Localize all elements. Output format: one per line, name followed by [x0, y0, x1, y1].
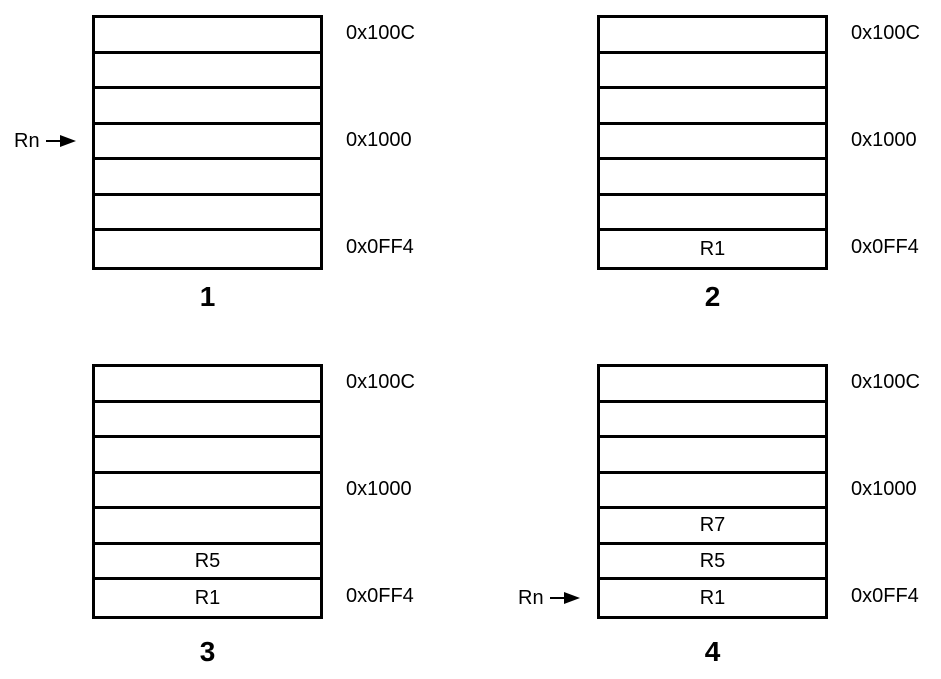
address-label-bottom: 0x0FF4	[346, 585, 414, 607]
memory-cell	[600, 196, 825, 231]
memory-cell	[95, 438, 320, 474]
memory-cell	[600, 474, 825, 509]
memory-cell	[95, 18, 320, 54]
memory-cell	[95, 474, 320, 509]
memory-cell	[95, 125, 320, 160]
memory-stack: R1	[597, 15, 828, 270]
stack-panel-1: Rn 0x100C 0x1000 0x0FF4 1	[0, 0, 420, 330]
address-label-bottom: 0x0FF4	[851, 585, 919, 607]
step-number: 1	[199, 281, 216, 312]
memory-cell	[95, 54, 320, 89]
memory-cell	[600, 18, 825, 54]
pointer-label: Rn	[518, 587, 544, 609]
memory-cell	[600, 403, 825, 438]
pointer-rn-4: Rn	[518, 588, 580, 608]
address-label-middle: 0x1000	[851, 129, 917, 151]
right-arrow-icon	[549, 592, 580, 604]
memory-cell	[600, 438, 825, 474]
memory-stack: R5 R1	[92, 364, 323, 619]
address-label-middle: 0x1000	[851, 478, 917, 500]
memory-cell	[95, 367, 320, 403]
address-label-top: 0x100C	[851, 22, 920, 44]
memory-cell	[95, 403, 320, 438]
right-arrow-icon	[45, 135, 76, 147]
address-label-bottom: 0x0FF4	[851, 236, 919, 258]
memory-cell	[95, 509, 320, 545]
address-label-top: 0x100C	[346, 22, 415, 44]
memory-stack	[92, 15, 323, 270]
memory-cell: R1	[699, 237, 726, 260]
memory-cell: R5	[95, 545, 320, 580]
memory-cell: R5	[600, 545, 825, 580]
memory-cell	[95, 196, 320, 231]
address-label-middle: 0x1000	[346, 129, 412, 151]
step-number: 3	[199, 636, 216, 667]
stack-panel-3: R5 R1 0x100C 0x1000 0x0FF4 3	[0, 349, 420, 679]
memory-cell	[95, 231, 320, 267]
memory-stack: R7 R5 R1	[597, 364, 828, 619]
memory-cell	[600, 54, 825, 89]
memory-cell	[95, 160, 320, 196]
pointer-rn-1: Rn	[14, 131, 76, 151]
step-number: 2	[704, 281, 721, 312]
address-label-middle: 0x1000	[346, 478, 412, 500]
memory-cell: R1	[699, 586, 726, 609]
memory-cell	[95, 89, 320, 125]
address-label-bottom: 0x0FF4	[346, 236, 414, 258]
stack-panel-2: R1 0x100C 0x1000 0x0FF4 2	[505, 0, 925, 330]
memory-cell	[600, 125, 825, 160]
step-number: 4	[704, 636, 721, 667]
address-label-top: 0x100C	[851, 371, 920, 393]
memory-cell	[600, 367, 825, 403]
memory-cell	[600, 89, 825, 125]
address-label-top: 0x100C	[346, 371, 415, 393]
memory-cell: R7	[600, 509, 825, 545]
memory-cell: R1	[194, 586, 221, 609]
stack-panel-4: Rn R7 R5 R1 0x100C 0x1000 0x0FF4 4	[505, 349, 925, 679]
pointer-label: Rn	[14, 130, 40, 152]
memory-cell	[600, 160, 825, 196]
